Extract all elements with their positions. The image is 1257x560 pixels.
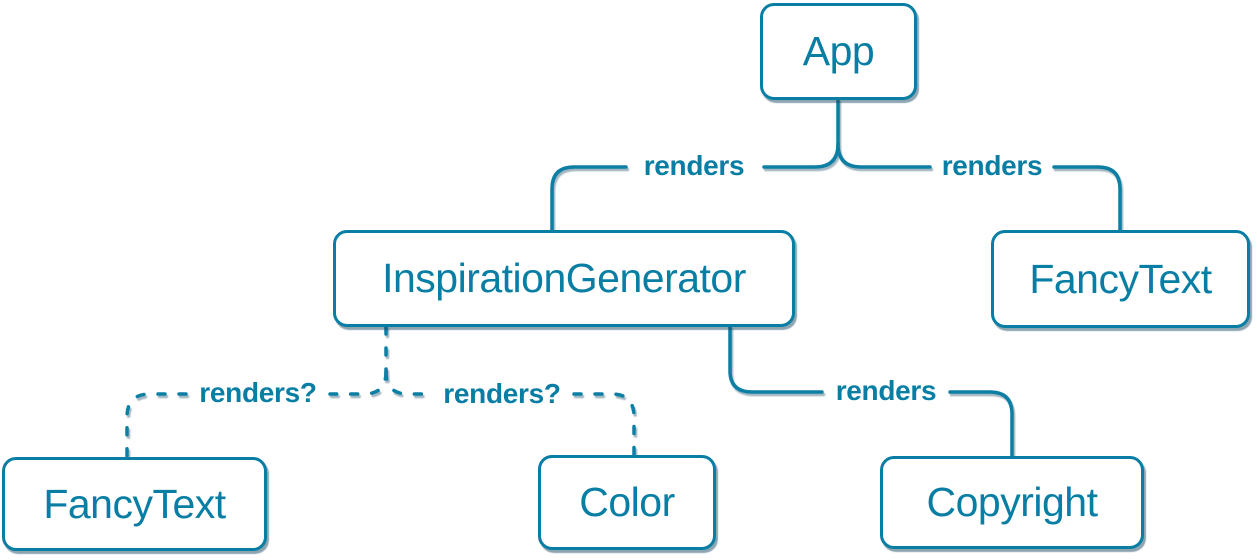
edge-inspiration-to-fancytext-left: [125, 392, 188, 459]
edge-inspiration-to-color-left: [384, 370, 432, 396]
node-label: FancyText: [1029, 255, 1212, 302]
edge-label-renders-maybe: renders?: [443, 378, 561, 409]
node-label: App: [802, 28, 875, 74]
edge-inspiration-to-fancytext-right: [328, 370, 388, 396]
edge-inspiration-to-copyright-right: [948, 390, 1014, 458]
edge-label-renders-maybe: renders?: [199, 377, 317, 408]
node-label: Color: [579, 479, 675, 525]
edge-label-renders: renders: [643, 150, 745, 181]
node-label: Copyright: [926, 479, 1098, 525]
edge-label-renders: renders: [941, 150, 1043, 181]
tree-node-copyright: Copyright: [880, 456, 1144, 549]
node-label: FancyText: [43, 480, 226, 527]
edge-app-to-inspiration-right: [550, 165, 628, 232]
edge-app-to-inspiration-left: [762, 142, 840, 169]
tree-node-app: App: [760, 3, 917, 100]
edge-inspiration-to-color-right: [572, 392, 636, 457]
tree-node-color: Color: [538, 455, 716, 550]
edge-inspiration-to-copyright-left: [728, 325, 824, 394]
edge-label-renders: renders: [835, 375, 937, 406]
tree-node-fancy-text: FancyText: [2, 457, 267, 551]
edge-app-to-fancytext-left: [836, 142, 932, 169]
node-label: InspirationGenerator: [382, 255, 746, 301]
tree-node-fancy-text: FancyText: [991, 230, 1250, 328]
edge-app-to-fancytext-right: [1052, 165, 1122, 232]
tree-node-inspiration-generator: InspirationGenerator: [333, 230, 795, 327]
